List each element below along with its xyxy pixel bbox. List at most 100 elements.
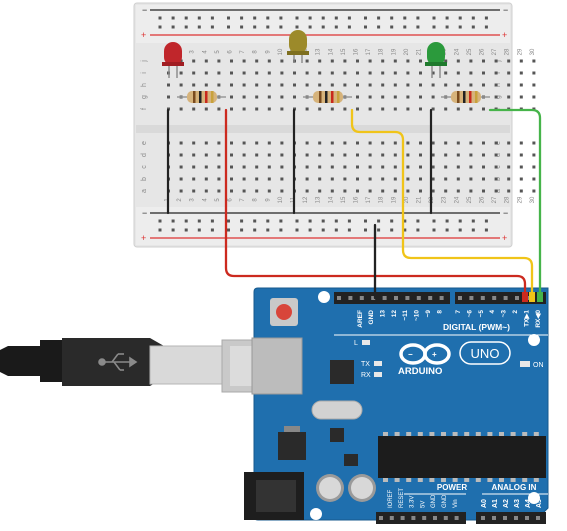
digital-pin-hole[interactable] bbox=[337, 296, 341, 300]
terminal-hole[interactable] bbox=[456, 141, 460, 145]
rail-hole[interactable] bbox=[334, 228, 338, 232]
terminal-hole[interactable] bbox=[406, 71, 410, 75]
rail-hole[interactable] bbox=[279, 16, 283, 20]
terminal-hole[interactable] bbox=[280, 83, 284, 87]
terminal-hole[interactable] bbox=[519, 59, 523, 63]
analog-pin-hole[interactable] bbox=[525, 516, 529, 520]
terminal-hole[interactable] bbox=[255, 141, 259, 145]
resistor-3[interactable] bbox=[441, 91, 490, 103]
rail-hole[interactable] bbox=[210, 25, 214, 29]
terminal-hole[interactable] bbox=[167, 95, 170, 99]
terminal-hole[interactable] bbox=[444, 71, 448, 75]
terminal-hole[interactable] bbox=[267, 59, 271, 63]
rail-hole[interactable] bbox=[445, 219, 449, 223]
terminal-hole[interactable] bbox=[330, 83, 334, 87]
terminal-hole[interactable] bbox=[280, 189, 284, 193]
resistor-2[interactable] bbox=[303, 91, 352, 103]
rail-hole[interactable] bbox=[321, 219, 325, 223]
rail-hole[interactable] bbox=[390, 16, 394, 20]
digital-pin-hole[interactable] bbox=[492, 296, 497, 300]
rail-hole[interactable] bbox=[197, 219, 201, 223]
terminal-hole[interactable] bbox=[356, 71, 359, 75]
terminal-hole[interactable] bbox=[192, 177, 196, 181]
rail-hole[interactable] bbox=[158, 219, 162, 223]
terminal-hole[interactable] bbox=[456, 59, 460, 63]
rail-hole[interactable] bbox=[240, 25, 244, 29]
rail-hole[interactable] bbox=[403, 25, 407, 29]
terminal-hole[interactable] bbox=[230, 165, 233, 169]
terminal-hole[interactable] bbox=[343, 83, 347, 87]
terminal-hole[interactable] bbox=[280, 71, 284, 75]
terminal-hole[interactable] bbox=[343, 141, 347, 145]
rail-hole[interactable] bbox=[377, 228, 381, 232]
terminal-hole[interactable] bbox=[393, 177, 397, 181]
terminal-hole[interactable] bbox=[280, 59, 284, 63]
power-pin-hole[interactable] bbox=[379, 516, 383, 520]
power-pin-hole[interactable] bbox=[433, 516, 437, 520]
terminal-hole[interactable] bbox=[356, 141, 359, 145]
terminal-hole[interactable] bbox=[230, 83, 233, 87]
terminal-hole[interactable] bbox=[179, 153, 183, 157]
terminal-hole[interactable] bbox=[519, 71, 523, 75]
rail-hole[interactable] bbox=[253, 16, 257, 20]
rail-hole[interactable] bbox=[308, 219, 312, 223]
terminal-hole[interactable] bbox=[532, 177, 536, 181]
terminal-hole[interactable] bbox=[343, 107, 347, 111]
terminal-hole[interactable] bbox=[532, 141, 536, 145]
terminal-hole[interactable] bbox=[532, 71, 536, 75]
terminal-hole[interactable] bbox=[469, 165, 473, 169]
terminal-hole[interactable] bbox=[242, 141, 246, 145]
terminal-hole[interactable] bbox=[242, 95, 246, 99]
digital-pin-hole[interactable] bbox=[439, 296, 444, 300]
terminal-hole[interactable] bbox=[469, 83, 473, 87]
rail-hole[interactable] bbox=[321, 228, 325, 232]
rail-hole[interactable] bbox=[171, 25, 175, 29]
terminal-hole[interactable] bbox=[431, 95, 435, 99]
rail-hole[interactable] bbox=[197, 228, 201, 232]
terminal-hole[interactable] bbox=[507, 153, 511, 157]
rail-hole[interactable] bbox=[210, 16, 214, 20]
terminal-hole[interactable] bbox=[532, 95, 536, 99]
rail-hole[interactable] bbox=[432, 228, 436, 232]
rail-hole[interactable] bbox=[308, 16, 312, 20]
terminal-hole[interactable] bbox=[368, 107, 372, 111]
terminal-hole[interactable] bbox=[368, 141, 372, 145]
terminal-hole[interactable] bbox=[293, 95, 296, 99]
terminal-hole[interactable] bbox=[318, 141, 322, 145]
terminal-hole[interactable] bbox=[293, 71, 296, 75]
terminal-hole[interactable] bbox=[431, 83, 435, 87]
rail-hole[interactable] bbox=[432, 219, 436, 223]
terminal-hole[interactable] bbox=[356, 59, 359, 63]
terminal-hole[interactable] bbox=[381, 83, 385, 87]
terminal-hole[interactable] bbox=[204, 141, 208, 145]
terminal-hole[interactable] bbox=[255, 177, 259, 181]
terminal-hole[interactable] bbox=[519, 165, 523, 169]
terminal-hole[interactable] bbox=[482, 153, 485, 157]
terminal-hole[interactable] bbox=[330, 165, 334, 169]
terminal-hole[interactable] bbox=[381, 165, 385, 169]
rail-hole[interactable] bbox=[197, 25, 201, 29]
terminal-hole[interactable] bbox=[217, 107, 221, 111]
terminal-hole[interactable] bbox=[406, 141, 410, 145]
terminal-hole[interactable] bbox=[444, 189, 448, 193]
terminal-hole[interactable] bbox=[444, 141, 448, 145]
terminal-hole[interactable] bbox=[280, 165, 284, 169]
terminal-hole[interactable] bbox=[267, 165, 271, 169]
digital-pin-hole[interactable] bbox=[348, 296, 353, 300]
power-pin-hole[interactable] bbox=[389, 516, 394, 520]
terminal-hole[interactable] bbox=[406, 189, 410, 193]
terminal-hole[interactable] bbox=[192, 59, 196, 63]
terminal-hole[interactable] bbox=[192, 107, 196, 111]
terminal-hole[interactable] bbox=[179, 71, 183, 75]
rail-hole[interactable] bbox=[458, 25, 462, 29]
terminal-hole[interactable] bbox=[217, 83, 221, 87]
terminal-hole[interactable] bbox=[406, 153, 410, 157]
rail-hole[interactable] bbox=[390, 219, 394, 223]
yellow-led[interactable] bbox=[287, 30, 309, 63]
analog-pin-hole[interactable] bbox=[481, 516, 485, 520]
rail-hole[interactable] bbox=[416, 228, 420, 232]
reset-button-cap[interactable] bbox=[276, 304, 292, 320]
terminal-hole[interactable] bbox=[267, 83, 271, 87]
rail-hole[interactable] bbox=[321, 16, 325, 20]
